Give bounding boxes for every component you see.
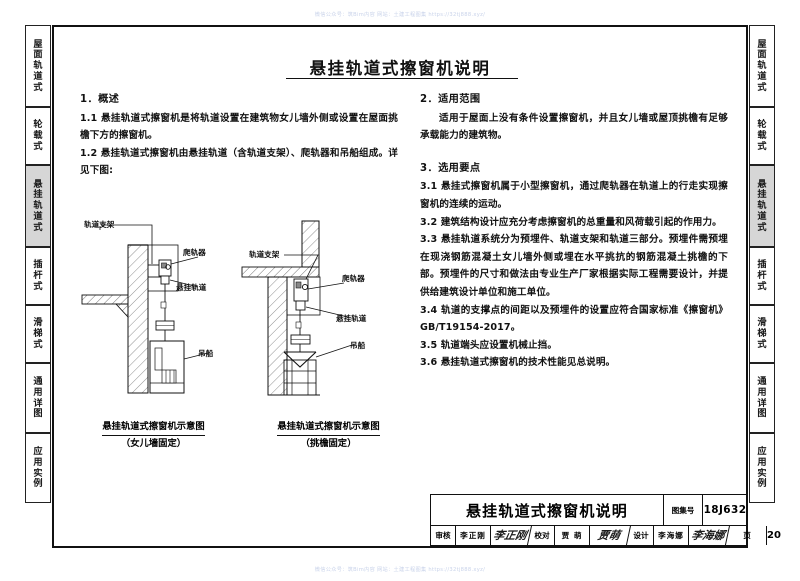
paragraph-3-6: 3.6 悬挂轨道式擦窗机的技术性能见总说明。 bbox=[420, 357, 616, 369]
design-label: 设计 bbox=[629, 526, 654, 545]
title-block: 悬挂轨道式擦窗机说明 图集号 18J632 审核 李正刚 李正刚 校对 贾 萌 … bbox=[430, 494, 781, 546]
page-label: 页 bbox=[728, 526, 767, 545]
label-gondola-left: 吊船 bbox=[198, 348, 214, 358]
side-tabs-right: 屋面轨道式 轮载式 悬挂轨道式 插杆式 滑梯式 通用详图 应用实例 bbox=[749, 25, 775, 548]
check-signature: 贾萌 bbox=[588, 526, 631, 545]
spacer-1 bbox=[420, 145, 728, 160]
diagram-left-parapet: 轨道支架 爬轨器 悬挂轨道 吊船 bbox=[81, 219, 214, 394]
sidebar-item-slide-left[interactable]: 滑梯式 bbox=[25, 305, 51, 363]
page-number: 20 bbox=[767, 530, 781, 542]
sheet-frame: 悬挂轨道式擦窗机说明 1．概述 1.1 悬挂轨道式擦窗机是将轨道设置在建筑物女儿… bbox=[52, 25, 781, 548]
paragraph-3-4: 3.4 轨道的支撑点的间距以及预埋件的设置应符合国家标准《擦窗机》GB/T191… bbox=[420, 304, 728, 334]
check-person: 贾 萌 bbox=[555, 526, 590, 545]
drawing-name: 悬挂轨道式擦窗机说明 bbox=[431, 495, 664, 526]
sidebar-item-slide-right[interactable]: 滑梯式 bbox=[749, 305, 775, 363]
sidebar-item-suspended-rail-right[interactable]: 悬挂轨道式 bbox=[749, 165, 775, 247]
right-text-column: 2．适用范围 适用于屋面上没有条件设置擦窗机，并且女儿墙或屋顶挑檐有足够承载能力… bbox=[420, 91, 728, 372]
side-tabs-left: 屋面轨道式 轮载式 悬挂轨道式 插杆式 滑梯式 通用详图 应用实例 bbox=[25, 25, 51, 548]
label-gondola-right: 吊船 bbox=[350, 340, 366, 350]
section-3-heading: 3．选用要点 bbox=[420, 162, 481, 174]
left-text-column: 1．概述 1.1 悬挂轨道式擦窗机是将轨道设置在建筑物女儿墙外侧或设置在屋面挑檐… bbox=[80, 91, 398, 180]
paragraph-3-2: 3.2 建筑结构设计应充分考虑擦窗机的总重量和风荷载引起的作用力。 bbox=[420, 216, 722, 228]
diagram-captions: 悬挂轨道式擦窗机示意图 （女儿墙固定） 悬挂轨道式擦窗机示意图 （挑檐固定） bbox=[76, 419, 406, 451]
section-1-heading: 1．概述 bbox=[80, 94, 120, 105]
atlas-number-label: 图集号 bbox=[664, 495, 703, 526]
sidebar-item-wheel-left[interactable]: 轮载式 bbox=[25, 107, 51, 165]
caption-left-line1: 悬挂轨道式擦窗机示意图 bbox=[102, 419, 205, 436]
review-label: 审核 bbox=[431, 526, 456, 545]
sidebar-item-general-detail-left[interactable]: 通用详图 bbox=[25, 363, 51, 433]
diagram-right-cornice: 轨道支架 爬轨器 悬挂轨道 吊船 bbox=[241, 220, 367, 396]
sidebar-item-application-left[interactable]: 应用实例 bbox=[25, 433, 51, 503]
paragraph-3-5: 3.5 轨道端头应设置机械止挡。 bbox=[420, 339, 558, 351]
paragraph-1-2: 1.2 悬挂轨道式擦窗机由悬挂轨道（含轨道支架）、爬轨器和吊船组成。详见下图: bbox=[80, 147, 398, 177]
sidebar-item-suspended-rail-left[interactable]: 悬挂轨道式 bbox=[25, 165, 51, 247]
sidebar-item-insert-pole-left[interactable]: 插杆式 bbox=[25, 247, 51, 305]
label-rail-bracket-right: 轨道支架 bbox=[249, 249, 280, 259]
caption-left-diagram: 悬挂轨道式擦窗机示意图 （女儿墙固定） bbox=[76, 419, 231, 451]
paragraph-1-1: 1.1 悬挂轨道式擦窗机是将轨道设置在建筑物女儿墙外侧或设置在屋面挑檐下方的擦窗… bbox=[80, 112, 398, 142]
caption-right-line1: 悬挂轨道式擦窗机示意图 bbox=[277, 419, 380, 436]
caption-right-diagram: 悬挂轨道式擦窗机示意图 （挑檐固定） bbox=[251, 419, 406, 451]
paragraph-2-1: 适用于屋面上没有条件设置擦窗机，并且女儿墙或屋顶挑檐有足够承载能力的建筑物。 bbox=[420, 112, 728, 142]
sidebar-item-general-detail-right[interactable]: 通用详图 bbox=[749, 363, 775, 433]
title-block-bottom-row: 审核 李正刚 李正刚 校对 贾 萌 贾萌 设计 李海娜 李海娜 页 20 bbox=[431, 525, 781, 545]
watermark-bottom: 微信公众号：筑Bim内容 网站：土建工程图集 https://32tj888.x… bbox=[314, 567, 486, 573]
paragraph-3-3: 3.3 悬挂轨道系统分为预埋件、轨道支架和轨道三部分。预埋件需预埋在现浇钢筋混凝… bbox=[420, 234, 728, 298]
paragraph-3-1: 3.1 悬挂式擦窗机属于小型擦窗机，通过爬轨器在轨道上的行走实现擦窗机的连续的运… bbox=[420, 181, 728, 210]
diagram-svg: 轨道支架 爬轨器 悬挂轨道 吊船 bbox=[81, 219, 367, 396]
check-label: 校对 bbox=[530, 526, 555, 545]
design-person: 李海娜 bbox=[654, 526, 689, 545]
label-rail-left: 悬挂轨道 bbox=[175, 282, 207, 292]
title-underline bbox=[286, 78, 518, 79]
page-title: 悬挂轨道式擦窗机说明 bbox=[309, 59, 491, 78]
label-rail-bracket-left: 轨道支架 bbox=[84, 219, 115, 229]
title-block-top-row: 悬挂轨道式擦窗机说明 图集号 18J632 bbox=[431, 495, 747, 526]
sidebar-item-roof-rail-left[interactable]: 屋面轨道式 bbox=[25, 25, 51, 107]
sidebar-item-roof-rail-right[interactable]: 屋面轨道式 bbox=[749, 25, 775, 107]
caption-left-line2: （女儿墙固定） bbox=[120, 438, 187, 449]
label-rail-right: 悬挂轨道 bbox=[335, 313, 367, 323]
label-climber-right: 爬轨器 bbox=[342, 273, 365, 283]
caption-right-line2: （挑檐固定） bbox=[300, 438, 357, 449]
diagram-group: 轨道支架 爬轨器 悬挂轨道 吊船 bbox=[80, 217, 400, 417]
sidebar-item-application-right[interactable]: 应用实例 bbox=[749, 433, 775, 503]
design-signature: 李海娜 bbox=[687, 526, 730, 545]
review-signature: 李正刚 bbox=[489, 526, 532, 545]
sidebar-item-insert-pole-right[interactable]: 插杆式 bbox=[749, 247, 775, 305]
atlas-number-value: 18J632 bbox=[703, 504, 747, 517]
label-climber-left: 爬轨器 bbox=[183, 247, 206, 257]
review-person: 李正刚 bbox=[456, 526, 491, 545]
sidebar-item-wheel-right[interactable]: 轮载式 bbox=[749, 107, 775, 165]
watermark-top: 微信公众号：筑Bim内容 网站：土建工程图集 https://32tj888.x… bbox=[314, 12, 486, 18]
section-2-heading: 2．适用范围 bbox=[420, 94, 481, 105]
drawing-page: 屋面轨道式 轮载式 悬挂轨道式 插杆式 滑梯式 通用详图 应用实例 屋面轨道式 … bbox=[25, 25, 781, 550]
